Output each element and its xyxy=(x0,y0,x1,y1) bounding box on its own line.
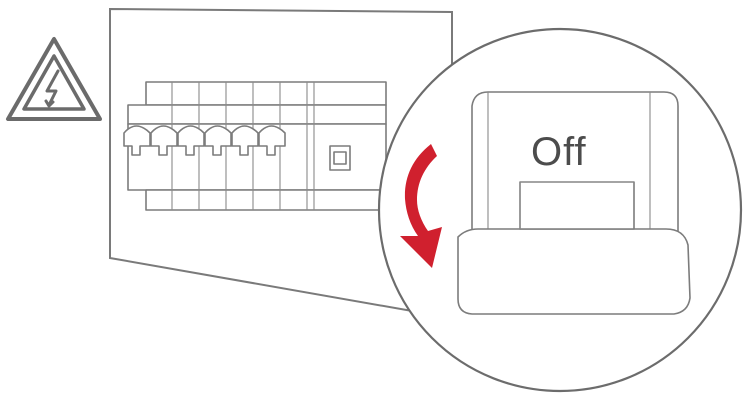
zoomed-breaker-toggle xyxy=(457,91,691,315)
magnified-view xyxy=(377,27,743,393)
breaker-toggle xyxy=(123,125,351,171)
breaker-row xyxy=(123,81,387,211)
electrical-panel xyxy=(109,7,453,320)
high-voltage-warning-icon xyxy=(6,37,102,121)
rotate-down-arrow-icon xyxy=(400,144,442,268)
